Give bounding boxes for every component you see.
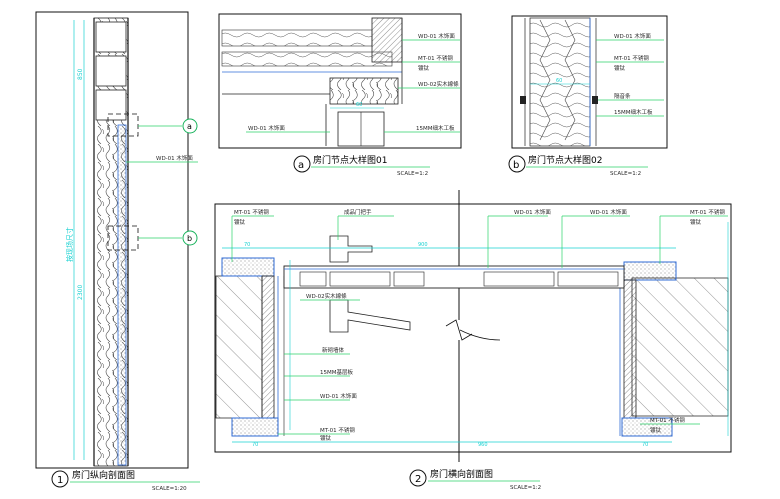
panel-2-horizontal-section: 70 900 70 960 70 MT-01 不锈钢 镀钛 成品门把手 WD-0… xyxy=(214,190,732,491)
label-mt-tl-1: MT-01 不锈钢 xyxy=(234,208,269,216)
detail-b-scale: SCALE=1:2 xyxy=(610,171,641,177)
detail-a-panel: 60 WD-01 木饰面 MT-01 不锈钢 镀钛 WD-02实木線條 WD-0… xyxy=(218,13,462,177)
detail-a-trim xyxy=(329,77,399,105)
label-wd01: WD-01 木饰面 xyxy=(156,154,193,162)
detail-b-leaf xyxy=(529,17,591,147)
label-mt-tr-1: MT-01 不锈钢 xyxy=(690,208,725,216)
detail-a-scale: SCALE=1:2 xyxy=(397,171,428,177)
detail-b-seal-left xyxy=(520,96,526,104)
detail-b-title: 房门节点大样图02 xyxy=(528,154,602,166)
detail-a-label-1: WD-01 木饰面 xyxy=(418,32,455,40)
right-jamb-cap xyxy=(623,261,677,281)
detail-a-label-4: WD-02实木線條 xyxy=(418,80,459,88)
dim-960: 960 xyxy=(478,442,488,448)
label-wd02: WD-02实木線條 xyxy=(306,292,347,300)
left-jamb-base xyxy=(231,417,279,437)
callout-circle-b xyxy=(182,230,198,246)
panel-2-scale: SCALE=1:2 xyxy=(510,485,541,491)
panel-1-number: 1 xyxy=(57,475,63,486)
detail-a-frame-block xyxy=(371,17,403,63)
top-frame-cell-2 xyxy=(95,55,127,87)
panel-2-frame xyxy=(214,203,732,453)
label-mt-bl-1: MT-01 不锈钢 xyxy=(320,426,355,434)
dim-850: 850 xyxy=(77,68,84,80)
callout-box-a xyxy=(107,113,139,137)
dim-center-label: 按现场尺寸 xyxy=(65,227,74,262)
dim-70-br: 70 xyxy=(642,442,648,448)
door-core-4 xyxy=(483,271,555,287)
top-frame-cell-3 xyxy=(95,89,127,121)
detail-b-label-4: 隔音条 xyxy=(614,92,631,100)
break-zigzag xyxy=(445,319,473,341)
callout-letter-b: b xyxy=(187,234,192,243)
dim-70-bl: 70 xyxy=(252,442,258,448)
detail-a-label-3: 镀钛 xyxy=(418,64,430,72)
door-core-2 xyxy=(329,271,391,287)
top-frame-cell-1 xyxy=(95,21,127,53)
panel-1-scale: SCALE=1:20 xyxy=(152,486,187,492)
label-mt-tl-2: 镀钛 xyxy=(234,218,246,226)
detail-a-top-layer xyxy=(221,29,373,47)
detail-b-grain-zigzag xyxy=(539,19,551,141)
detail-b-panel: 60 WD-01 木饰面 MT-01 不锈钢 镀钛 隔音条 15MM细木工板 b… xyxy=(508,15,668,177)
door-leaf xyxy=(283,265,625,289)
detail-a-label-6: 15MM细木工板 xyxy=(416,124,455,132)
left-jamb-side xyxy=(261,275,275,419)
label-wd-left: WD-01 木饰面 xyxy=(320,392,357,400)
label-mt-br-1: MT-01 不锈钢 xyxy=(650,416,685,424)
detail-a-letter: a xyxy=(298,160,304,171)
detail-b-dim-60: 60 xyxy=(556,78,562,84)
detail-b-label-3: 镀钛 xyxy=(614,64,626,72)
right-wall-hatch xyxy=(631,277,729,417)
panel-1-title: 房门纵向剖面图 xyxy=(72,469,135,481)
detail-b-grain-zigzag-2 xyxy=(564,19,576,141)
door-core-3 xyxy=(393,271,425,287)
detail-b-frame xyxy=(511,15,668,149)
label-mt-bl-2: 镀钛 xyxy=(320,434,332,442)
left-wall-hatch xyxy=(215,275,263,419)
label-handle: 成品门把手 xyxy=(344,208,372,216)
label-wd-top-2: WD-01 木饰面 xyxy=(590,208,627,216)
panel-2-number-circle xyxy=(409,469,427,487)
panel-2-title: 房门横向剖面图 xyxy=(430,468,493,480)
dim-70-left: 70 xyxy=(244,242,250,248)
detail-b-letter: b xyxy=(513,160,519,171)
panel-2-number: 2 xyxy=(415,474,421,485)
detail-a-label-2: MT-01 不锈钢 xyxy=(418,54,453,62)
detail-b-seal xyxy=(592,96,598,104)
detail-b-label-1: WD-01 木饰面 xyxy=(614,32,651,40)
left-jamb-cap xyxy=(221,257,275,277)
detail-b-letter-circle xyxy=(508,155,526,173)
label-stop: 新砌墙体 xyxy=(322,346,345,354)
detail-a-dim-60: 60 xyxy=(356,102,362,108)
detail-a-frame xyxy=(218,13,462,149)
detail-b-label-5: 15MM细木工板 xyxy=(614,108,653,116)
right-jamb-base xyxy=(621,417,673,437)
door-core-1 xyxy=(299,271,327,287)
detail-a-letter-circle xyxy=(293,155,311,173)
detail-a-mid-layer xyxy=(221,51,393,67)
callout-letter-a: a xyxy=(187,122,192,131)
label-mt-br-2: 镀钛 xyxy=(650,426,662,434)
door-core-5 xyxy=(557,271,619,287)
label-mt-tr-2: 镀钛 xyxy=(690,218,702,226)
dim-2300: 2300 xyxy=(77,285,84,300)
detail-a-title: 房门节点大样图01 xyxy=(313,154,387,166)
door-handle-bottom xyxy=(329,299,411,333)
detail-a-label-5: WD-01 木饰面 xyxy=(248,124,285,132)
detail-b-label-2: MT-01 不锈钢 xyxy=(614,54,649,62)
door-swing-arc xyxy=(459,329,501,341)
door-handle xyxy=(329,235,373,263)
right-jamb-side xyxy=(623,279,637,419)
dim-900: 900 xyxy=(418,242,428,248)
panel-1-vertical-section: 850 2300 按现场尺寸 a b WD-01 木饰面 1 房门纵向剖面图 S… xyxy=(35,11,200,492)
label-board: 15MM基层板 xyxy=(320,368,353,376)
panel-1-number-circle xyxy=(51,470,69,488)
callout-circle-a xyxy=(182,118,198,134)
label-wd-top-1: WD-01 木饰面 xyxy=(514,208,551,216)
wood-facing-strip xyxy=(117,124,127,466)
